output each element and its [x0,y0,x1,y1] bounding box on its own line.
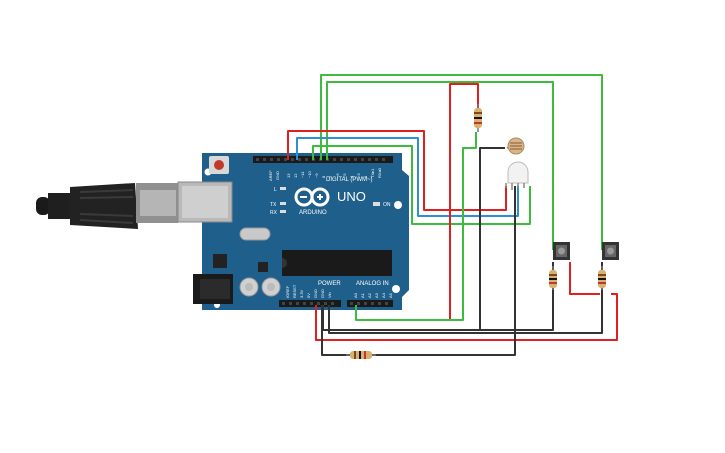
analog-pin-label: A4 [381,292,386,298]
power-pin-label: 5V [306,293,311,298]
digital-pin-label: 8 [321,175,326,178]
crystal-oscillator [239,227,271,241]
wire-black-resistor [321,186,516,356]
wire-black-ldr [479,147,505,330]
header-pin[interactable] [270,158,273,161]
header-pin[interactable] [347,158,350,161]
header-pin[interactable] [333,158,336,161]
wire-red-5v [315,293,618,341]
wire-red-btn [569,262,600,295]
photoresistor-icon[interactable] [506,137,525,155]
wires[interactable] [287,74,618,356]
digital-pin-label: ~10 [307,170,312,178]
digital-pin-label: 7 [328,175,333,178]
digital-pin-label: TX▸1 [370,168,375,178]
header-pin[interactable] [385,302,388,305]
header-pin[interactable] [350,302,353,305]
resistor-icon[interactable] [474,104,482,132]
usb-cable-icon[interactable] [36,183,178,229]
wire-red-ldr [449,83,479,320]
header-pin[interactable] [303,302,306,305]
header-pin[interactable] [298,158,301,161]
header-pin[interactable] [291,158,294,161]
analog-header[interactable] [347,300,393,307]
analog-pin-label: A2 [367,292,372,298]
digital-pin-label: 13 [286,173,291,178]
analog-pin-label: A3 [374,292,379,298]
digital-pin-label: ~9 [314,173,319,178]
header-pin[interactable] [354,158,357,161]
wire-blue [296,137,519,217]
header-pin[interactable] [256,158,259,161]
l-label: L [274,187,277,193]
header-pin[interactable] [378,302,381,305]
header-pin[interactable] [331,302,334,305]
wire-green-analog [355,132,477,321]
header-pin[interactable] [310,302,313,305]
wire-black-gnd2 [328,262,603,334]
analog-header-label: ANALOG IN [356,281,389,287]
analog-pin-label: A0 [353,292,358,298]
board-brand: ARDUINO [299,210,327,216]
header-pin[interactable] [375,158,378,161]
board-model: UNO [337,189,366,204]
power-jack-icon[interactable] [193,274,233,304]
rx-label: RX [270,210,278,216]
digital-pin-label: ~6 [335,173,340,178]
pushbutton-icon[interactable] [602,242,619,260]
power-pin-label: GND [320,289,325,298]
header-pin[interactable] [317,302,320,305]
aref-label: AREF [268,170,273,181]
header-pin[interactable] [382,158,385,161]
header-pin[interactable] [296,302,299,305]
header-pin[interactable] [324,302,327,305]
rgb-led-icon[interactable] [505,161,529,190]
header-pin[interactable] [263,158,266,161]
digital-pin-label: ~3 [356,173,361,178]
power-pin-label: IOREF [285,285,290,298]
resistor-icon[interactable] [598,266,606,290]
wire-green-led [312,145,531,225]
digital-pin-label: ~5 [342,173,347,178]
power-header-label: POWER [318,281,341,287]
header-pin[interactable] [364,302,367,305]
digital-pin-label: 12 [293,173,298,178]
header-pin[interactable] [289,302,292,305]
header-pin[interactable] [284,158,287,161]
digital-header-label: DIGITAL (PWM~) [326,177,373,183]
header-pin[interactable] [340,158,343,161]
wire-red-top [287,130,507,211]
power-pin-label: RESET [292,284,297,298]
power-pin-label: GND [313,289,318,298]
gnd-label: GND [275,171,280,180]
on-label: ON [383,202,391,208]
power-pin-label: Vin [327,292,332,298]
reset-button[interactable] [209,156,229,174]
tx-label: TX [270,202,277,208]
analog-pin-label: A1 [360,292,365,298]
header-pin[interactable] [368,158,371,161]
power-pin-label: 3.3V [299,289,304,298]
digital-pin-label: 4 [349,175,354,178]
header-pin[interactable] [282,302,285,305]
header-pin[interactable] [371,302,374,305]
header-pin[interactable] [361,158,364,161]
pushbutton-icon[interactable] [553,242,570,260]
analog-pin-label: A5 [388,292,393,298]
digital-header[interactable] [253,156,393,163]
resistor-icon[interactable] [346,351,376,359]
header-pin[interactable] [357,302,360,305]
arduino-logo [294,187,330,207]
atmega-chip [282,250,392,276]
resistor-icon[interactable] [549,266,557,290]
header-pin[interactable] [277,158,280,161]
digital-pin-label: ~11 [300,171,305,178]
wire-green-outer [320,74,603,250]
digital-pin-label: RX◂0 [377,167,382,178]
digital-pin-label: 2 [363,175,368,178]
header-pin[interactable] [305,158,308,161]
wire-green-inner [326,81,554,250]
